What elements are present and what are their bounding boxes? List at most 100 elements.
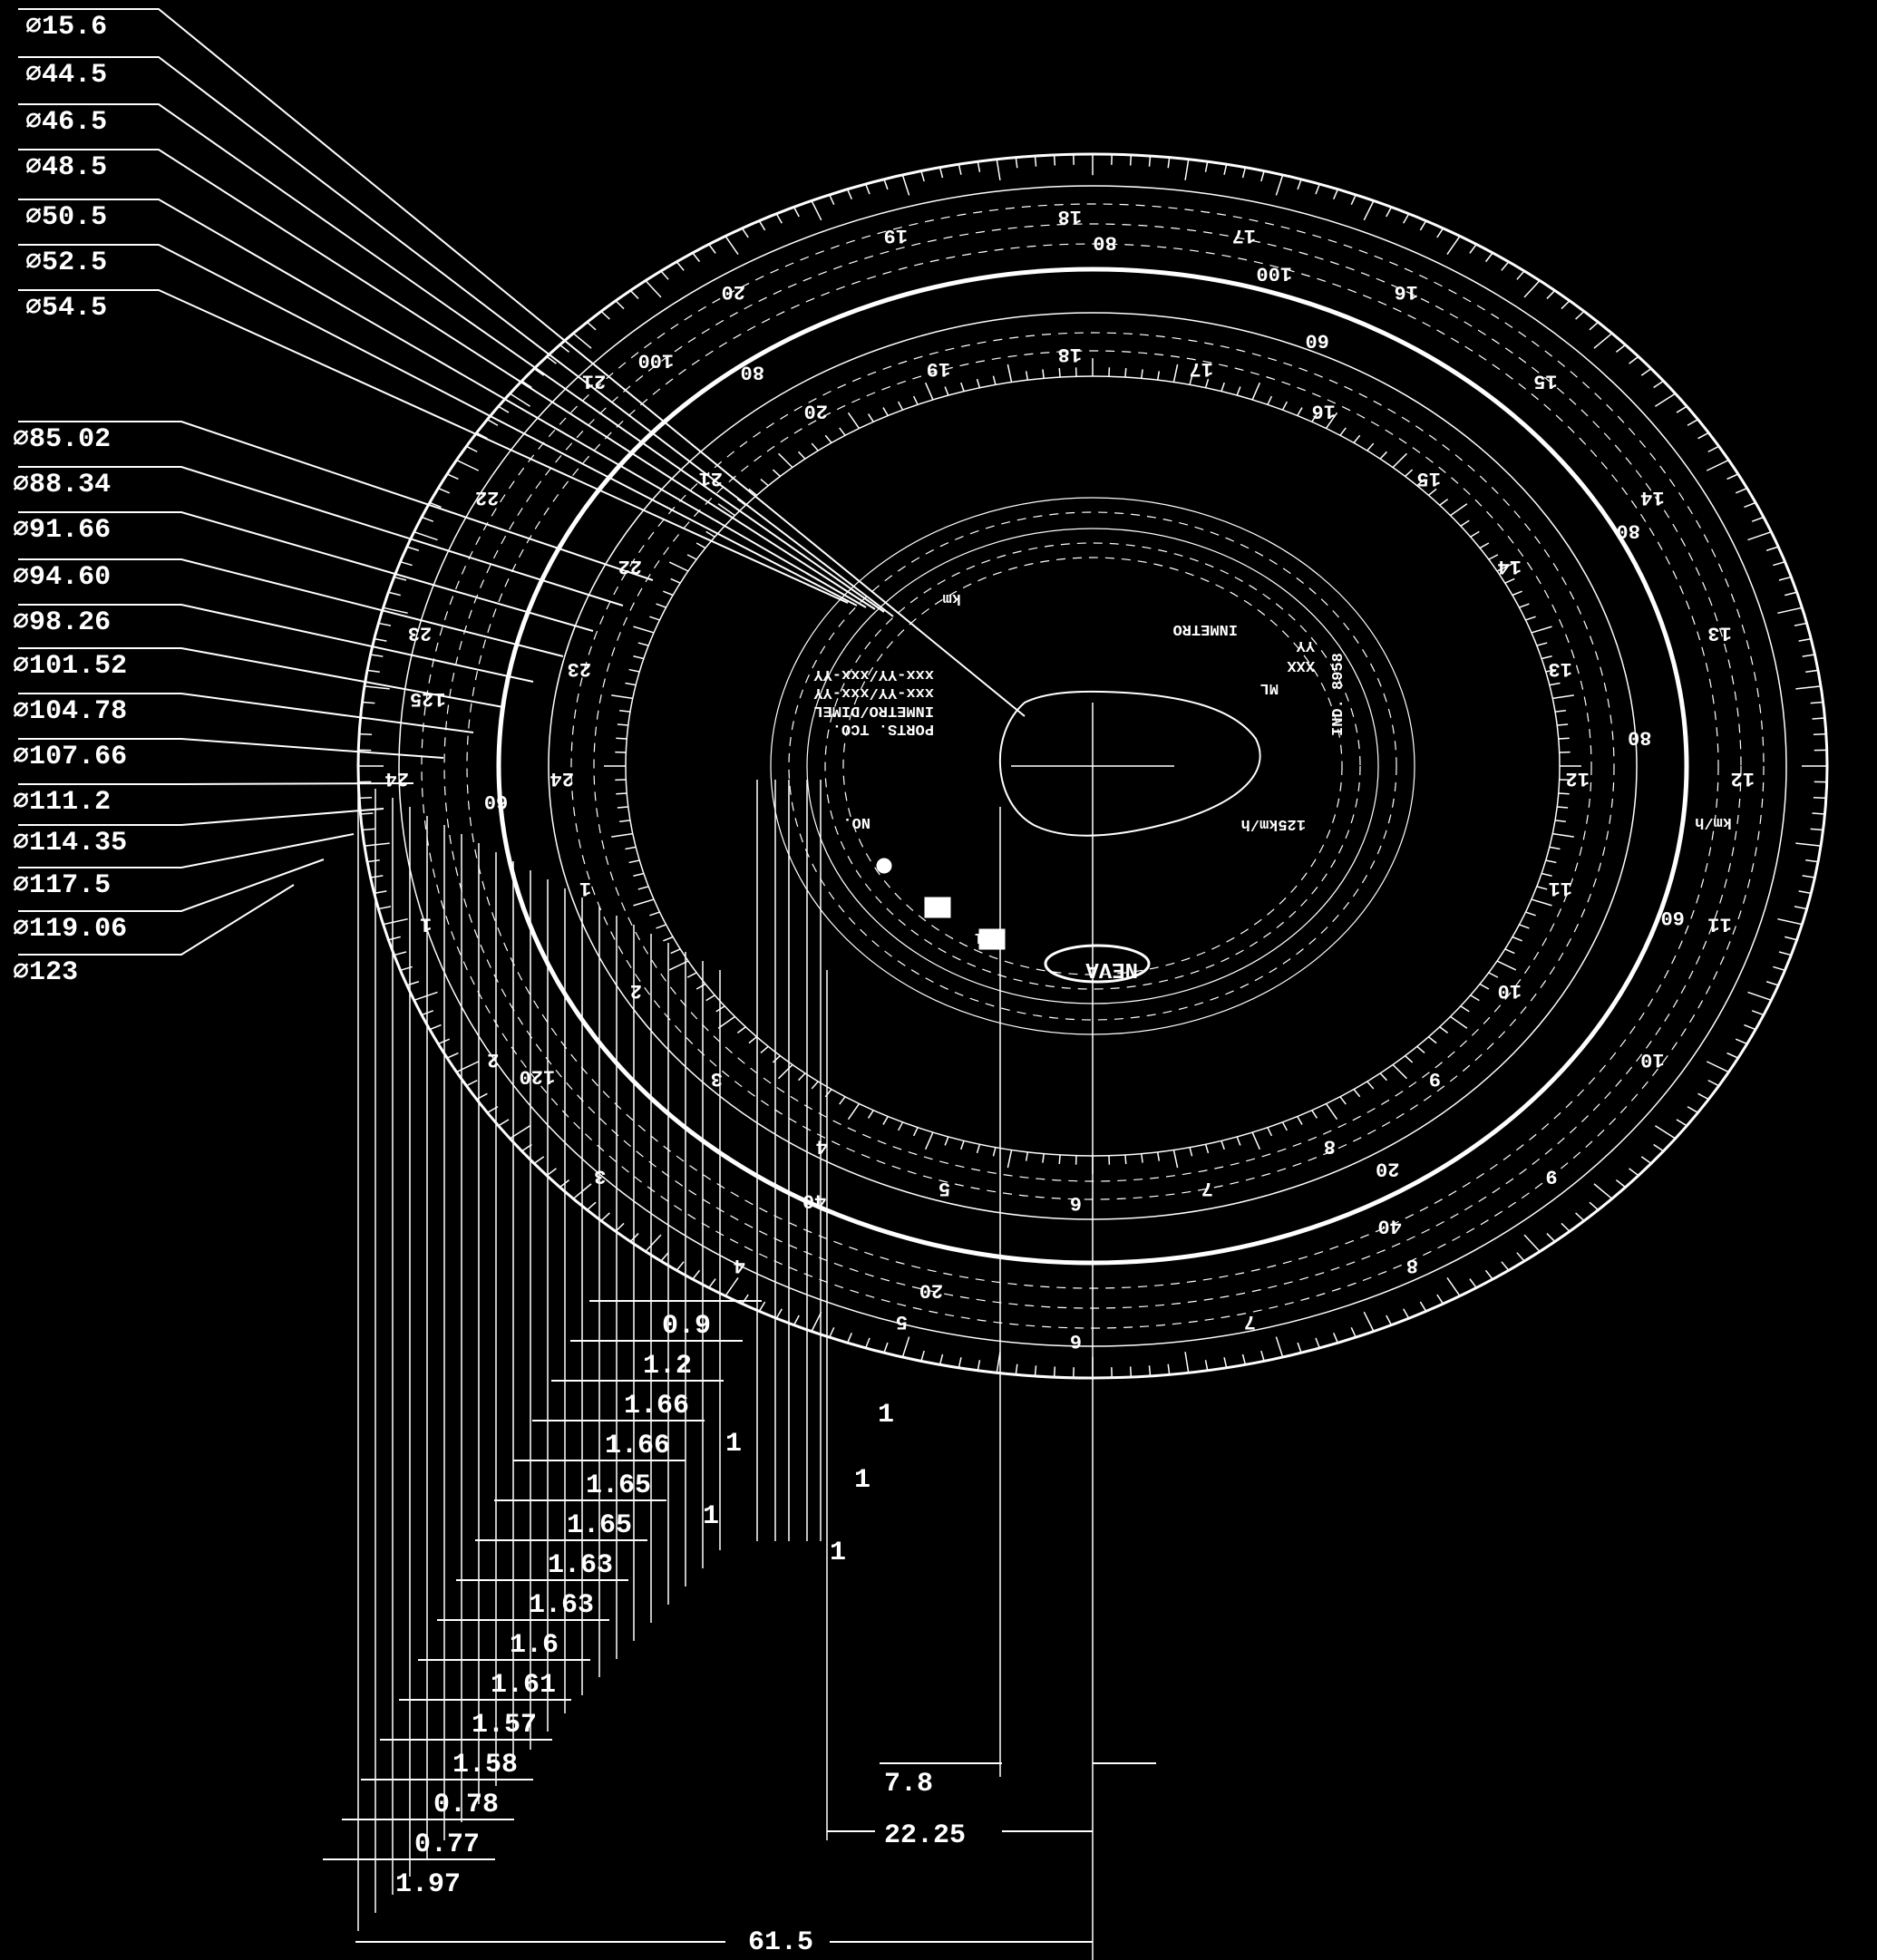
inner-tick bbox=[686, 972, 697, 978]
diameter-leader-mid bbox=[18, 884, 295, 956]
diameter-label-top: ⌀50.5 bbox=[25, 202, 107, 233]
outer-tick bbox=[1747, 991, 1772, 1002]
outer-tick bbox=[758, 1301, 766, 1312]
inner-tick bbox=[1439, 1026, 1449, 1033]
outer-tick bbox=[374, 890, 387, 895]
inner-tick bbox=[1554, 710, 1566, 713]
inner-tick bbox=[976, 378, 981, 388]
outer-tick bbox=[1350, 1327, 1357, 1338]
outer-tick bbox=[1363, 1311, 1375, 1332]
outer-tick bbox=[1275, 174, 1284, 196]
outer-tick bbox=[1765, 981, 1779, 986]
diameter-leader-mid bbox=[18, 693, 474, 733]
inner-tick bbox=[1189, 1147, 1193, 1157]
inner-tick bbox=[912, 1127, 919, 1137]
diameter-label-mid: ⌀85.02 bbox=[13, 424, 111, 455]
outer-tick bbox=[1794, 622, 1807, 626]
band-width-label: 1.2 bbox=[643, 1351, 692, 1382]
outer-tick bbox=[362, 701, 375, 704]
outer-tick bbox=[466, 1079, 478, 1087]
outer-tick bbox=[1785, 936, 1797, 941]
dimension-22-25: 22.25 bbox=[884, 1820, 966, 1851]
band-width-label: 1.63 bbox=[529, 1590, 594, 1621]
outer-tick bbox=[1516, 270, 1525, 280]
inner-tick bbox=[1267, 1127, 1273, 1137]
diameter-label-top: ⌀48.5 bbox=[25, 152, 107, 183]
outer-hour-number: 10 bbox=[1640, 1048, 1664, 1071]
outer-tick bbox=[600, 1212, 610, 1222]
inner-speed-number: 80 bbox=[1628, 726, 1651, 749]
outer-tick bbox=[676, 1261, 685, 1271]
outer-tick bbox=[1501, 1261, 1510, 1271]
diameter-leader-mid bbox=[18, 511, 594, 632]
inner-tick bbox=[976, 1144, 981, 1154]
inner-tick bbox=[1427, 488, 1437, 496]
inner-tick bbox=[882, 1116, 889, 1125]
inner-tick bbox=[1221, 382, 1225, 392]
outer-tick bbox=[793, 207, 800, 218]
outer-tick bbox=[846, 189, 852, 199]
diameter-label-mid: ⌀101.52 bbox=[13, 651, 127, 682]
inner-tick bbox=[717, 1015, 735, 1029]
outer-speed-number: 80 bbox=[1616, 519, 1639, 542]
outer-hour-number: 13 bbox=[1707, 622, 1731, 645]
inner-hour-number: 12 bbox=[1566, 767, 1590, 790]
outer-hour-number: 19 bbox=[884, 224, 908, 247]
leader-lines bbox=[18, 8, 1156, 1943]
outer-tick bbox=[1812, 717, 1825, 720]
outer-tick bbox=[708, 1278, 716, 1288]
outer-tick bbox=[1676, 1119, 1687, 1127]
outer-tick bbox=[429, 1024, 442, 1031]
diameter-leader-top bbox=[18, 289, 849, 604]
inner-tick bbox=[778, 452, 793, 469]
diameter-label-mid: ⌀123 bbox=[13, 957, 78, 988]
inner-tick bbox=[912, 395, 919, 405]
band-width-label: 1.66 bbox=[624, 1391, 689, 1421]
inner-tick bbox=[1124, 368, 1127, 378]
outer-tick bbox=[1744, 501, 1756, 509]
inner-tick bbox=[1297, 407, 1303, 416]
inner-tick bbox=[1172, 364, 1179, 383]
outer-tick bbox=[466, 445, 478, 453]
inner-tick bbox=[824, 434, 832, 443]
outer-tick bbox=[692, 1269, 701, 1280]
inner-tick bbox=[1531, 626, 1552, 634]
inner-tick bbox=[619, 710, 631, 713]
outer-hour-number: 9 bbox=[1545, 1164, 1557, 1187]
diameter-leader-mid bbox=[18, 466, 624, 606]
inner-tick bbox=[772, 1055, 781, 1063]
band-width-label: 0.78 bbox=[433, 1790, 499, 1820]
inner-tick bbox=[1525, 911, 1536, 917]
inner-hour-number: 16 bbox=[1312, 400, 1336, 422]
outer-tick bbox=[645, 279, 662, 298]
inner-hour-number: 10 bbox=[1498, 979, 1522, 1002]
diameter-label-mid: ⌀94.60 bbox=[13, 562, 111, 593]
diameter-leader-top bbox=[18, 199, 867, 608]
outer-tick bbox=[1798, 637, 1812, 642]
outer-tick bbox=[1469, 1278, 1477, 1288]
inner-hour-number: 5 bbox=[938, 1177, 950, 1199]
inner-tick bbox=[736, 1026, 746, 1033]
outer-tick bbox=[446, 473, 459, 480]
inner-tick bbox=[705, 995, 715, 1002]
inner-tick bbox=[1536, 642, 1548, 646]
inner-tick bbox=[1392, 1063, 1407, 1080]
outer-tick bbox=[498, 1119, 510, 1127]
outer-speed-number: 80 bbox=[1093, 230, 1116, 253]
outer-tick bbox=[456, 459, 480, 471]
inner-tick bbox=[748, 1036, 758, 1044]
outer-tick bbox=[1363, 200, 1375, 221]
inner-tick bbox=[1552, 832, 1574, 838]
inner-tick bbox=[1042, 369, 1045, 379]
center-ind: IND. 8958 bbox=[1330, 653, 1347, 736]
inner-tick bbox=[695, 542, 706, 549]
outer-tick bbox=[938, 167, 944, 179]
inner-tick bbox=[1541, 872, 1552, 877]
outer-tick bbox=[1184, 1352, 1190, 1373]
outer-tick bbox=[629, 289, 639, 299]
inner-tick bbox=[960, 1140, 965, 1150]
outer-tick bbox=[811, 1311, 822, 1332]
inner-tick bbox=[1325, 1102, 1338, 1121]
outer-tick bbox=[1386, 1315, 1393, 1325]
outer-tick bbox=[1805, 859, 1819, 863]
